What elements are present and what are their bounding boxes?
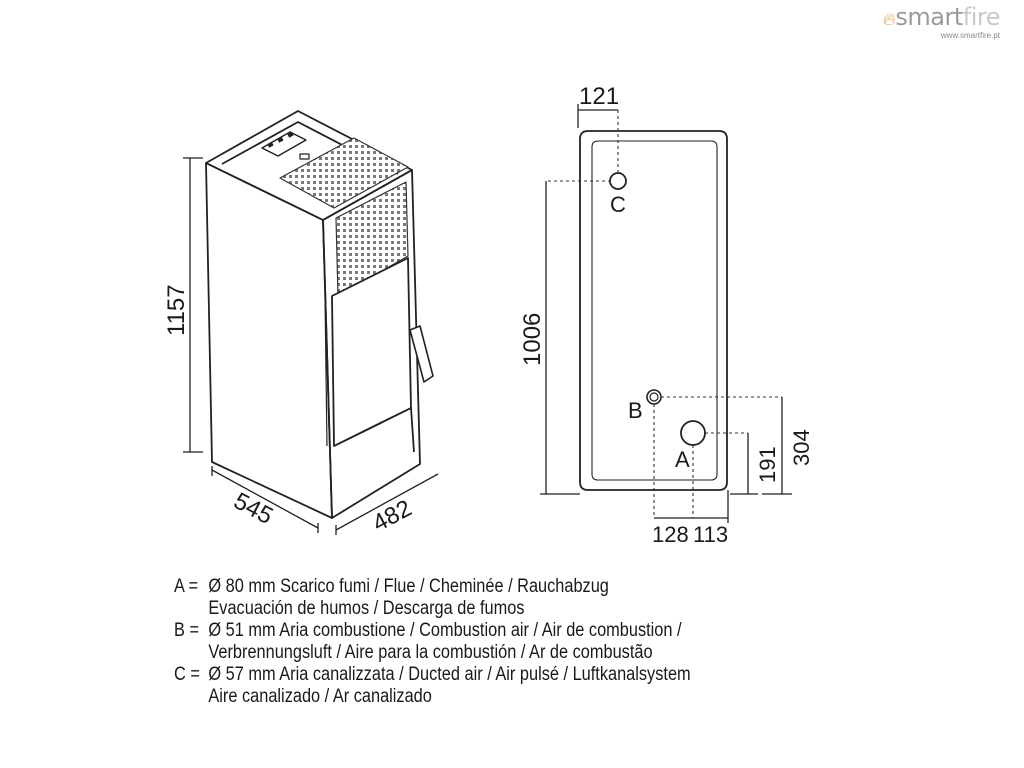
dimension-top-offset-label: 121: [579, 83, 619, 110]
legend-a-line2: Evacuación de humos / Descarga de fumos: [208, 598, 525, 619]
dimension-a-height: [730, 433, 758, 495]
brand-logo: 🔥︎smartfire www.smartfire.pt: [882, 3, 1001, 40]
legend-a: A = Ø 80 mm Scarico fumi / Flue / Chemin…: [174, 576, 691, 598]
legend-b: B = Ø 51 mm Aria combustione / Combustio…: [174, 620, 691, 642]
brand-name-part1: smart: [895, 3, 963, 31]
dimension-width-label: 482: [368, 495, 416, 538]
outlet-c: [609, 172, 627, 190]
stove-side-face: [205, 162, 333, 519]
dimension-depth: [211, 466, 319, 533]
outlet-c-label: C: [610, 192, 626, 217]
legend-c-line1: Ø 57 mm Aria canalizzata / Ducted air / …: [208, 664, 691, 685]
dimension-bottom-right-label: 113: [693, 522, 728, 547]
dimension-b-height: [762, 397, 792, 495]
legend-a-key: A =: [174, 576, 199, 597]
stove-drawer: [333, 407, 415, 453]
legend-c-key: C =: [174, 664, 200, 685]
control-button-3: [287, 131, 294, 138]
brand-url: www.smartfire.pt: [940, 31, 1000, 40]
control-button-1: [267, 141, 274, 148]
door-handle: [409, 325, 434, 383]
legend-c: C = Ø 57 mm Aria canalizzata / Ducted ai…: [174, 664, 691, 686]
dimension-b-height-label: 304: [789, 429, 814, 466]
legend-a-line1: Ø 80 mm Scarico fumi / Flue / Cheminée /…: [208, 576, 609, 597]
top-latch: [299, 153, 310, 160]
control-panel: [261, 131, 307, 157]
stove-front-face: [322, 169, 421, 519]
legend: A = Ø 80 mm Scarico fumi / Flue / Chemin…: [174, 576, 691, 708]
door-hinge: [324, 295, 328, 447]
outlet-a-label: A: [675, 447, 690, 472]
brand-wordmark: 🔥︎smartfire: [882, 3, 1001, 33]
dimension-rear-height-label: 1006: [519, 313, 546, 366]
top-grille: [279, 137, 409, 209]
brand-name-part2: fire: [962, 3, 1001, 31]
rear-outer-outline: [579, 130, 728, 491]
legend-b-line2: Verbrennungsluft / Aire para la combusti…: [208, 642, 653, 663]
dimension-height: [183, 157, 203, 453]
outlet-a: [680, 420, 706, 446]
dimension-depth-label: 545: [229, 487, 277, 530]
outlet-b-label: B: [628, 398, 643, 423]
legend-b-line1: Ø 51 mm Aria combustione / Combustion ai…: [208, 620, 682, 641]
legend-c-line2: Aire canalizado / Ar canalizado: [208, 686, 432, 707]
reference-lines: [548, 110, 782, 518]
dimension-height-label: 1157: [163, 284, 190, 336]
dimension-top-offset: [577, 104, 618, 128]
rear-inner-outline: [591, 140, 718, 481]
flame-icon: 🔥︎: [882, 9, 896, 30]
outlet-b-inner: [649, 392, 659, 402]
dimension-width: [335, 473, 439, 535]
dimension-bottom-left-label: 128: [652, 522, 689, 547]
stove-isometric-view: [205, 110, 434, 519]
control-button-2: [277, 136, 284, 143]
front-grille: [335, 181, 409, 297]
dimension-bottom: [654, 490, 729, 523]
dimension-rear-height: [540, 181, 580, 495]
dimension-a-height-label: 191: [755, 446, 780, 483]
legend-b-key: B =: [174, 620, 199, 641]
